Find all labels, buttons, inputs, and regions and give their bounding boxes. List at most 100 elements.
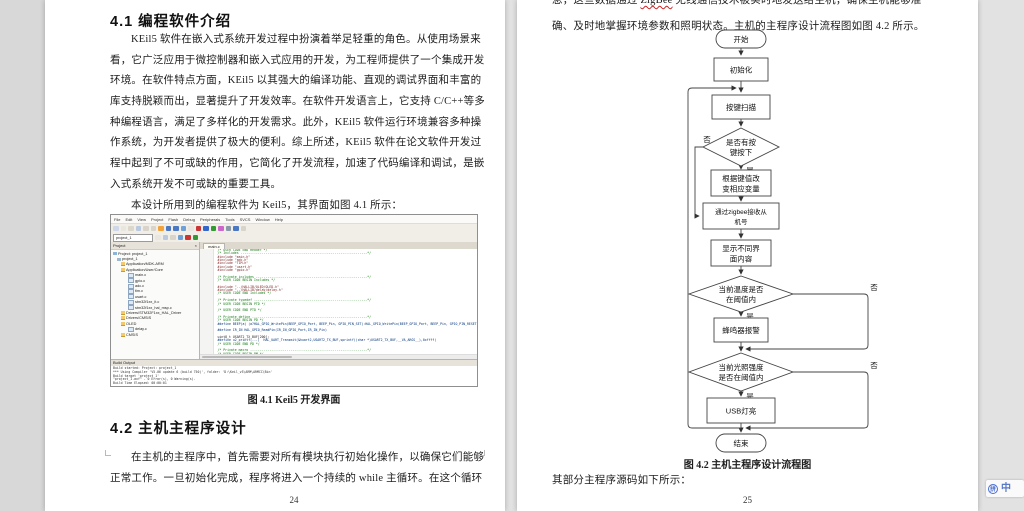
keil-menu-item: Project [150,216,164,222]
section-heading-4-1: 4.1 编程软件介绍 [110,14,232,30]
text-line: 在主机的主程序中，首先需要对所有模块执行初始化操作，以确保它们能够 [131,452,485,463]
tree-item-icon [121,321,125,326]
page-25[interactable]: 息，这些数据通过 ZigBee 无线通信技术被实时地发送给主机，确保主机能够准 … [517,0,978,511]
tree-item-icon [128,294,134,300]
keil-menu-item: SVCS [239,216,251,222]
code-line: 43 #define IR_IN HAL_GPIO_ReadPin(IR_IN_… [217,328,327,333]
text-line: 种编程语言，满足了多样化的开发需求。此外，KEil5 软件运行环境兼容多种操 [110,116,482,128]
toolbar-icon [188,225,194,232]
horizontal-scrollbar [200,354,477,359]
code-line: 31 #include "../HALLIB/delay/delay.h" [217,288,283,293]
code-line: 34 /* Private typedef ------------------… [217,298,372,303]
code-line: 20 /* Includes -------------------------… [217,251,372,256]
code-line: 22 #include "adc.h" [217,258,249,263]
code-area: 19 /* USER CODE END Header */ 20 /* Incl… [200,249,477,354]
tree-item-icon [128,278,134,284]
tree-item-label: tim.c [135,289,144,294]
keil-project-panel: Project × Project: project_1 [111,242,200,359]
text-line: 作系统，为开发者提供了极大的便利。综上所述，KEil5 软件在论文软件开发过 [110,137,482,149]
keil-menu-item: Help [274,216,283,222]
toolbar-icon [155,234,161,241]
text-line: KEil5 软件在嵌入式系统开发过程中扮演着举足轻重的角色。从使用场景来 [131,34,481,45]
decision-light [687,352,795,392]
text-boundary-mark [479,450,485,456]
keil-toolbar-1 [111,224,477,233]
svg-text:面内容: 面内容 [730,254,753,264]
tree-item-label: usart.c [135,294,147,299]
figure-4-1-caption: 图 4.1 Keil5 开发界面 [247,395,341,406]
tree-item: usart.c [111,294,199,300]
keil-toolbar-2: project_1 [111,233,477,242]
toolbar-icon [173,225,179,232]
build-output-panel: Build Output Build started: Project: pro… [111,359,477,386]
toolbar-icon [218,225,224,232]
tree-item-label: main.c [135,273,147,278]
code-line: 25 #include "gpio.h" [217,268,251,273]
code-line: 45 uint8_t USART2_TX_BUF[200]; [217,334,270,339]
target-select: project_1 [113,233,153,242]
toolbar-icon [203,225,209,232]
toolbar-icon [210,225,216,232]
code-line: 30 #include "../HALLIB/OLED/OLED.h" [217,284,279,289]
keil-body: Project × Project: project_1 [111,242,477,359]
svg-text:显示不同界: 显示不同界 [722,244,760,253]
tree-item: Drivers/STM32F1xx_HAL_Driver [111,310,199,315]
code-line: 24 #include "usart.h" [217,264,253,269]
section-heading-4-2: 4.2 主机主程序设计 [110,421,247,437]
tree-item-icon [121,310,125,315]
language-mode-chinese[interactable]: 中 [1001,483,1011,494]
figure-main-program-flowchart[interactable]: 开始 初始化 按键扫描 是否有按 键按下 否 是 根据键值改 变相应变量 通过z… [650,0,890,460]
code-line: 50 /* USER CODE BEGIN PM */ [217,351,264,354]
toolbar-icon [165,225,171,232]
node-zigbee-receive [702,202,780,230]
build-output-title: Build Output [111,360,477,366]
tree-item: gpio.c [111,278,199,284]
decision-key-pressed [701,127,781,167]
svg-text:通过zigbee接收从: 通过zigbee接收从 [715,207,767,216]
node-keyvalue [710,169,772,197]
tree-item: delay.c [111,326,199,332]
text-line: 入式系统开发不可或缺的重要工具。 [110,178,282,190]
tree-item: CMSIS [111,332,199,337]
tree-item-icon [113,252,117,256]
page-24[interactable]: 4.1 编程软件介绍 KEil5 软件在嵌入式系统开发过程中扮演着举足轻重的角色… [45,0,505,511]
tree-item-icon [121,267,125,272]
tree-item-label: adc.c [135,284,145,289]
code-line: 49 /* Private macro --------------------… [217,348,372,353]
label-no: 否 [870,361,878,370]
keil-menu-item: Edit [125,216,133,222]
keil-menu-item: Debug [183,216,195,222]
code-line: 46 #define u2_printf(...) HAL_UART_Trans… [217,338,437,343]
tree-item-icon [128,326,134,332]
tree-item-icon [121,332,125,337]
text-line: 环境。在软件特点方面，KEil5 以其强大的编译功能、直观的调试界面和丰富的 [110,75,482,87]
tree-item-icon [121,316,125,321]
toolbar-icon [158,225,164,232]
text-line: 其部分主程序源码如下所示： [552,475,692,486]
build-output-line: "project_1.axf" - 0 Error(s), 0 Warning(… [113,377,196,382]
code-line: 19 /* USER CODE END Header */ [217,249,268,252]
toolbar-icon [150,225,156,232]
desk-margin [0,0,45,511]
no-branch-key [694,146,703,219]
page-number-24: 24 [289,495,299,505]
page-number-25: 25 [743,495,752,505]
svg-text:按键扫描: 按键扫描 [726,102,756,112]
svg-text:当前温度是否: 当前温度是否 [719,284,764,294]
tree-item: adc.c [111,283,199,289]
svg-text:在阈值内: 在阈值内 [726,294,756,304]
tree-item-label: Project: project_1 [118,251,148,256]
figure-4-2-caption: 图 4.2 主机主程序设计流程图 [683,460,812,471]
svg-text:USB灯亮: USB灯亮 [726,406,757,416]
input-method-indicator[interactable]: 拼 中 [986,480,1024,497]
svg-text:蜂鸣器报警: 蜂鸣器报警 [722,325,760,335]
paragraph-main-program: 在主机的主程序中，首先需要对所有模块执行初始化操作，以确保它们能够 正常工作。一… [110,448,485,489]
pinyin-ime-icon[interactable]: 拼 [988,483,998,494]
code-line: 35 /* USER CODE BEGIN PTD */ [217,301,266,306]
build-output-line: Build target 'project_1' [113,373,160,378]
toolbar-icon [180,225,186,232]
svg-text:当前光照强度: 当前光照强度 [719,362,764,372]
